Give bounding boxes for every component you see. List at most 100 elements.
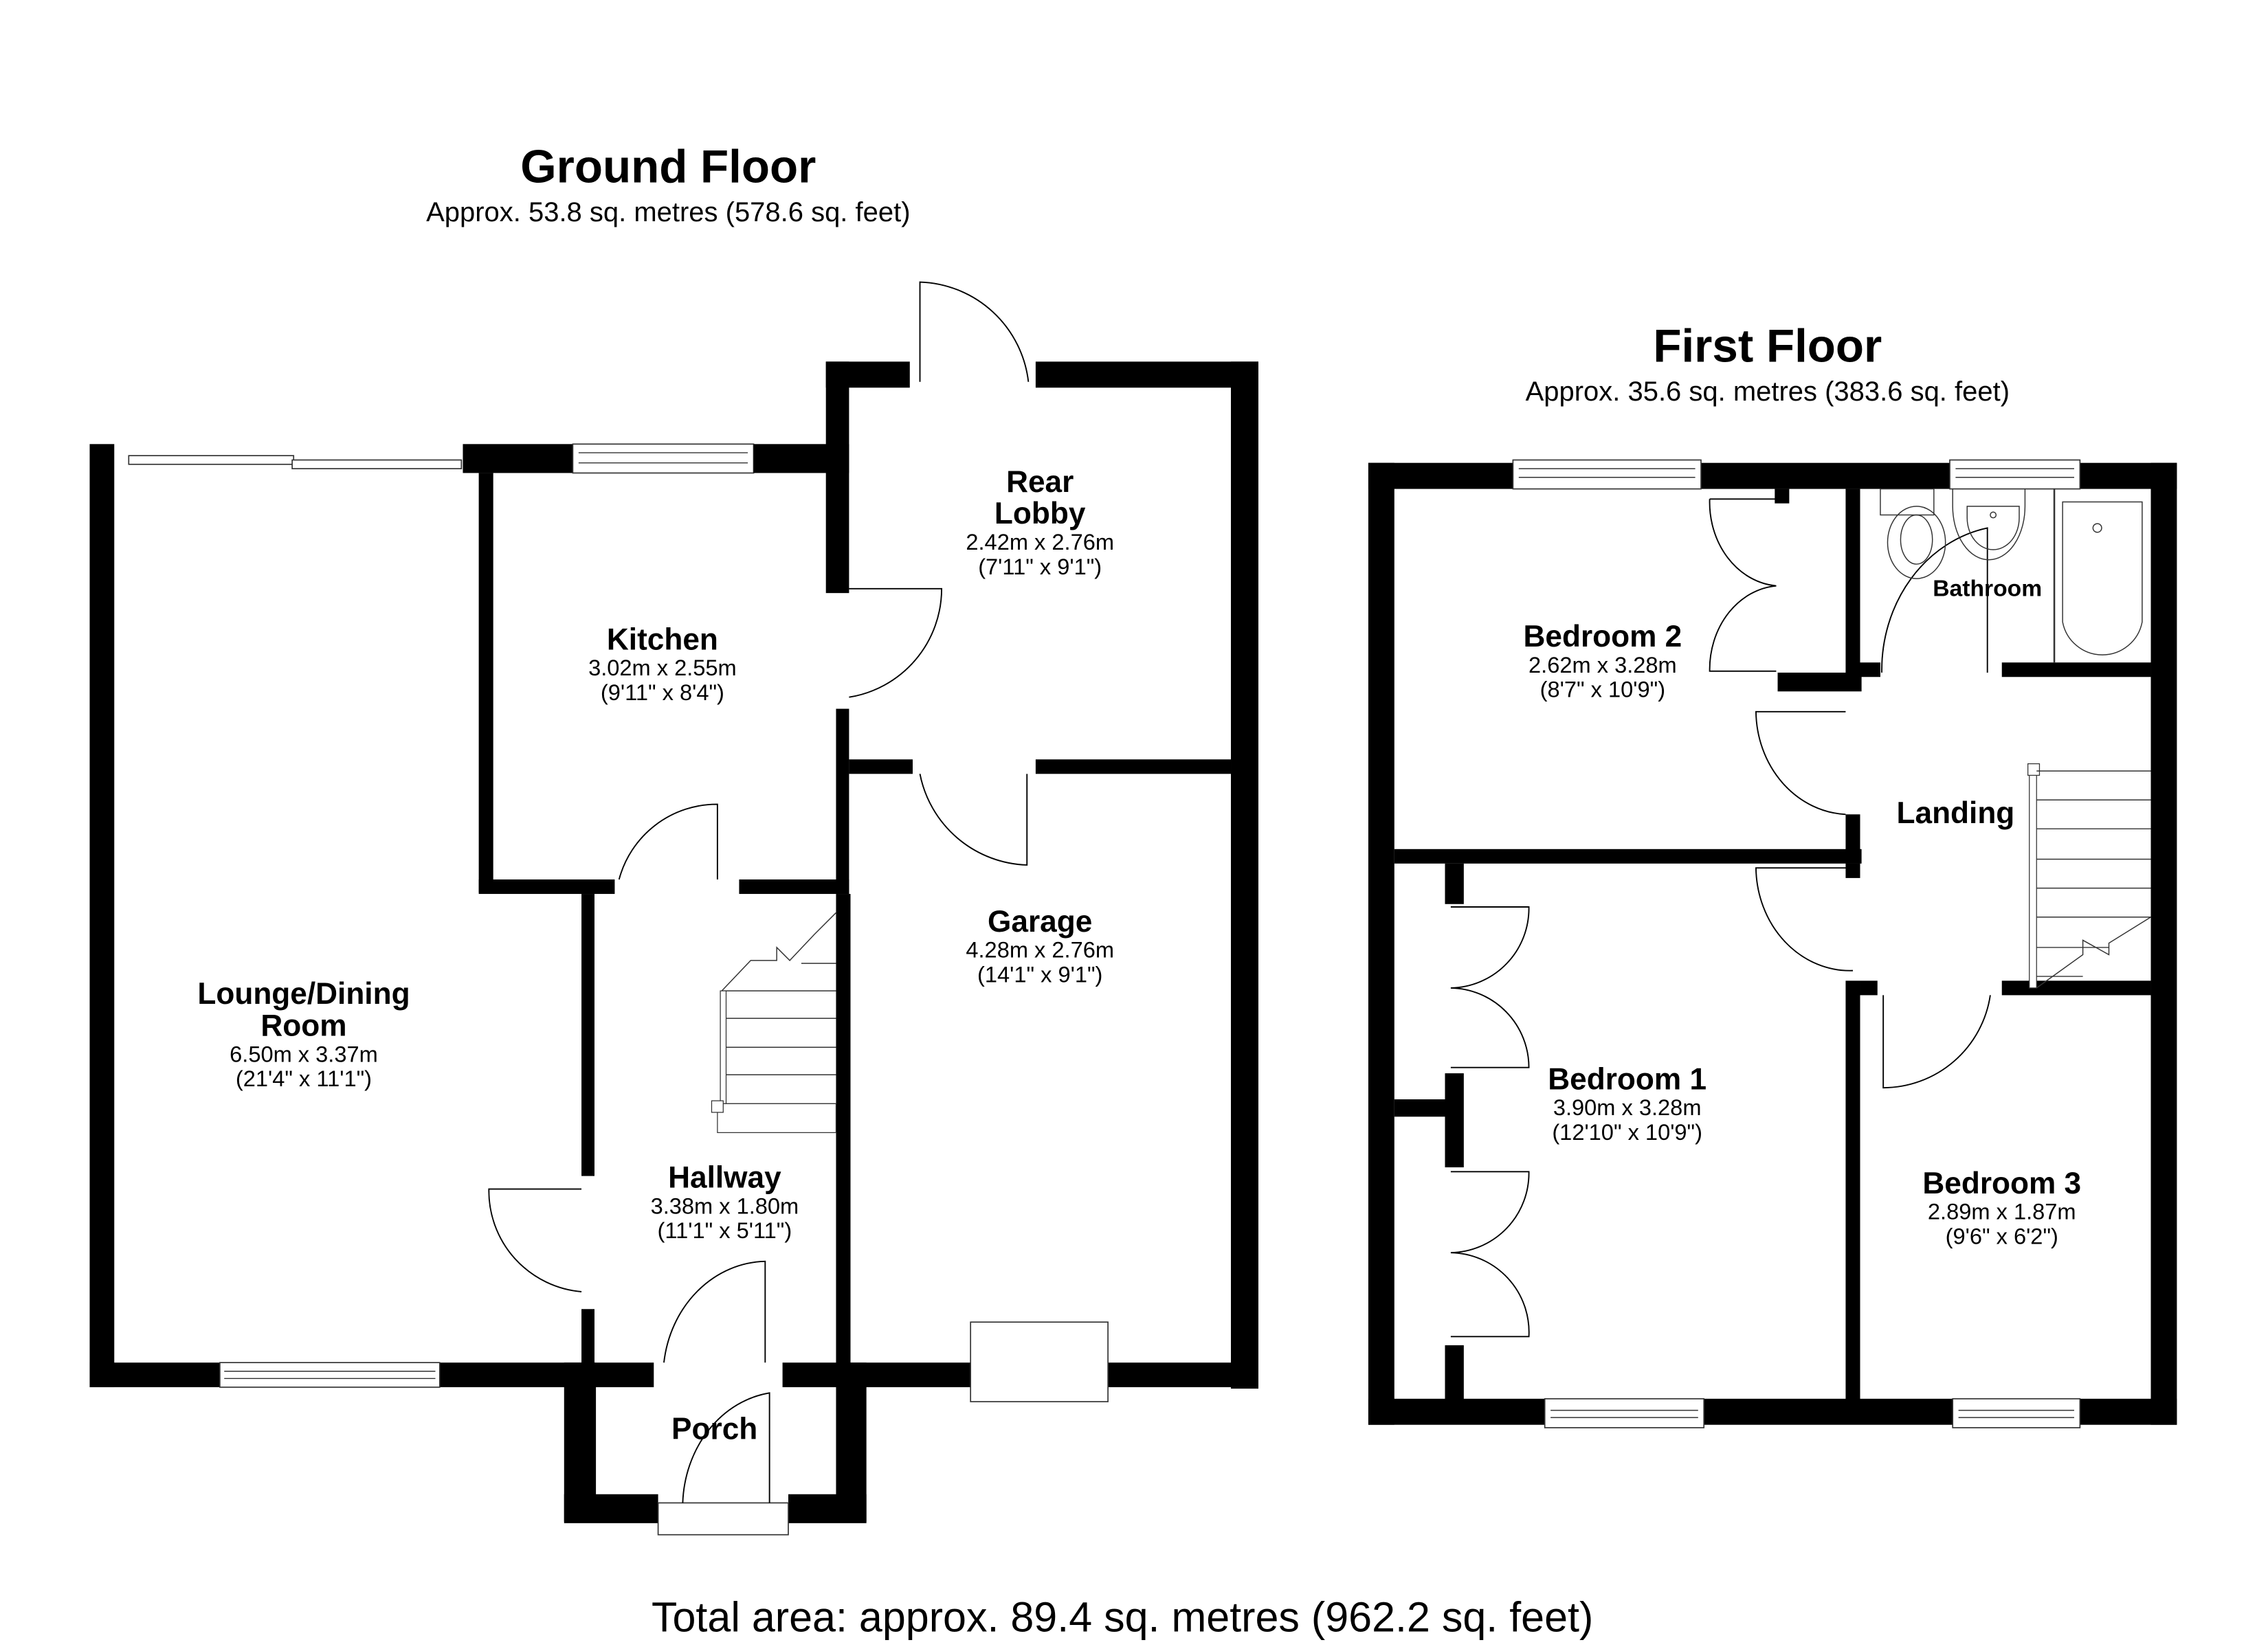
front-door-step: [657, 1502, 789, 1536]
svg-text:(11'1" x 5'11"): (11'1" x 5'11"): [658, 1218, 792, 1243]
svg-text:Garage: Garage: [988, 905, 1092, 939]
first-floor-plan: First Floor Approx. 35.6 sq. metres (383…: [1368, 320, 2177, 1428]
svg-text:2.89m x 1.87m: 2.89m x 1.87m: [1928, 1199, 2076, 1224]
svg-text:(8'7" x 10'9"): (8'7" x 10'9"): [1540, 677, 1665, 702]
wall: [1701, 462, 1950, 489]
wall: [825, 361, 849, 594]
sliding-door: [291, 459, 463, 469]
svg-text:Lounge/Dining: Lounge/Dining: [197, 977, 410, 1011]
wall: [1775, 489, 1790, 504]
wall: [1368, 462, 1394, 1425]
wall: [1845, 980, 1860, 1400]
wall: [581, 894, 594, 1176]
wall: [1035, 361, 1258, 388]
front-door-swing: [682, 1392, 770, 1503]
door-swing: [663, 1260, 766, 1363]
wall: [478, 473, 493, 893]
svg-text:6.50m x 3.37m: 6.50m x 3.37m: [230, 1041, 378, 1066]
room-landing: Landing: [1897, 796, 2015, 830]
ground-floor-area: Approx. 53.8 sq. metres (578.6 sq. feet): [426, 197, 910, 227]
door-swing: [1882, 995, 1991, 1089]
room-rear-lobby: Rear Lobby 2.42m x 2.76m (7'11" x 9'1"): [966, 465, 1114, 579]
room-garage: Garage 4.28m x 2.76m (14'1" x 9'1"): [966, 905, 1114, 987]
wall: [788, 1494, 867, 1523]
window: [1949, 459, 2081, 490]
svg-text:Lobby: Lobby: [994, 497, 1086, 530]
ground-floor-plan: Ground Floor Approx. 53.8 sq. metres (57…: [89, 141, 1258, 1536]
wall: [1845, 863, 1860, 878]
sink-icon: [1952, 489, 2026, 561]
door-swing: [488, 1188, 582, 1292]
wall: [739, 879, 849, 895]
door-swing: [618, 803, 718, 880]
room-bedroom-3: Bedroom 3 2.89m x 1.87m (9'6" x 6'2"): [1922, 1167, 2081, 1249]
svg-text:Kitchen: Kitchen: [607, 622, 718, 656]
room-lounge-dining: Lounge/Dining Room 6.50m x 3.37m (21'4" …: [197, 977, 410, 1091]
svg-text:2.42m x 2.76m: 2.42m x 2.76m: [966, 529, 1114, 554]
svg-text:(9'11" x 8'4"): (9'11" x 8'4"): [601, 680, 724, 705]
door-swing: [1755, 710, 1846, 816]
wall: [1231, 361, 1258, 1389]
total-area: Total area: approx. 89.4 sq. metres (962…: [652, 1594, 1593, 1641]
room-porch: Porch: [671, 1413, 757, 1446]
svg-text:Landing: Landing: [1897, 796, 2015, 830]
wall: [1108, 1362, 1258, 1387]
wall: [89, 1362, 220, 1387]
sliding-door: [128, 455, 295, 465]
wall: [564, 1494, 658, 1523]
bath-icon: [2053, 488, 2143, 663]
door-swing: [1755, 867, 1854, 972]
wall: [2150, 462, 2177, 1425]
room-bathroom: Bathroom: [1933, 576, 2042, 601]
window: [1544, 1398, 1705, 1428]
door-swing: [919, 281, 1030, 382]
svg-text:3.38m x 1.80m: 3.38m x 1.80m: [651, 1193, 799, 1218]
wall: [782, 1362, 971, 1387]
window: [1952, 1398, 2081, 1428]
staircase: [2027, 763, 2151, 989]
wall: [1445, 1073, 1464, 1167]
svg-text:(7'11" x 9'1"): (7'11" x 9'1"): [978, 554, 1102, 579]
room-bedroom-1: Bedroom 1 3.90m x 3.28m (12'10" x 10'9"): [1548, 1062, 1706, 1145]
svg-text:Porch: Porch: [671, 1413, 757, 1446]
wall: [1704, 1398, 1953, 1425]
door-swing: [1881, 527, 1988, 673]
door-swing: [919, 774, 1028, 866]
garage-door: [970, 1321, 1109, 1402]
first-floor-title: First Floor: [1653, 320, 1882, 372]
svg-text:Bedroom 2: Bedroom 2: [1524, 620, 1682, 653]
svg-text:3.90m x 3.28m: 3.90m x 3.28m: [1553, 1095, 1702, 1120]
svg-text:(21'4" x 11'1"): (21'4" x 11'1"): [236, 1066, 372, 1091]
room-hallway: Hallway 3.38m x 1.80m (11'1" x 5'11"): [651, 1160, 799, 1243]
wall: [836, 894, 851, 1386]
wall: [836, 708, 849, 895]
window: [1512, 459, 1702, 490]
svg-text:2.62m x 3.28m: 2.62m x 3.28m: [1528, 652, 1677, 677]
wall: [1368, 462, 1513, 489]
wall: [1394, 849, 1862, 864]
wall: [849, 759, 913, 774]
svg-text:Bedroom 1: Bedroom 1: [1548, 1062, 1706, 1096]
wall: [478, 879, 615, 895]
svg-text:Room: Room: [260, 1009, 346, 1042]
wardrobe-doors: [1450, 1171, 1530, 1338]
first-floor-area: Approx. 35.6 sq. metres (383.6 sq. feet): [1526, 377, 2010, 407]
svg-text:(9'6" x 6'2"): (9'6" x 6'2"): [1946, 1224, 2058, 1249]
wall: [1860, 662, 1880, 677]
wardrobe-doors: [1450, 906, 1530, 1068]
toilet-icon: [1880, 488, 1946, 579]
wall: [1445, 1345, 1464, 1404]
wall: [1860, 980, 1878, 996]
svg-text:Bathroom: Bathroom: [1933, 576, 2042, 601]
room-bedroom-2: Bedroom 2 2.62m x 3.28m (8'7" x 10'9"): [1524, 620, 1682, 702]
svg-text:(12'10" x 10'9"): (12'10" x 10'9"): [1552, 1119, 1702, 1145]
window: [219, 1362, 441, 1388]
svg-text:4.28m x 2.76m: 4.28m x 2.76m: [966, 937, 1114, 963]
door-swing: [849, 587, 943, 698]
wardrobe-doors: [1709, 498, 1777, 672]
room-kitchen: Kitchen 3.02m x 2.55m (9'11" x 8'4"): [588, 622, 737, 705]
ground-floor-title: Ground Floor: [520, 141, 816, 192]
svg-text:Hallway: Hallway: [668, 1160, 781, 1194]
wall: [825, 361, 910, 388]
